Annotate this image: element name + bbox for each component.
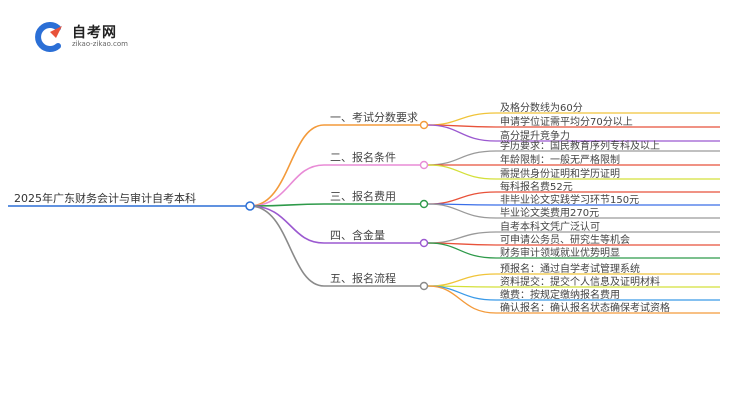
root-node-label: 2025年广东财务会计与审计自考本科 xyxy=(14,191,196,205)
branch-node xyxy=(419,120,429,130)
leaf-label: 每科报名费52元 xyxy=(500,180,573,193)
leaf-label: 缴费：按规定缴纳报名费用 xyxy=(500,288,620,301)
leaf-link xyxy=(427,150,497,166)
leaf-link xyxy=(427,285,497,314)
leaf-label: 高分提升竞争力 xyxy=(500,129,570,142)
leaf-label: 自考本科文凭广泛认可 xyxy=(500,220,600,233)
leaf-label: 确认报名：确认报名状态确保考试资格 xyxy=(500,301,670,314)
leaf-label: 可申请公务员、研究生等机会 xyxy=(500,233,630,246)
branch-link xyxy=(249,205,325,287)
branch-node xyxy=(419,281,429,291)
branch-link xyxy=(249,205,325,244)
branch-label: 二、报名条件 xyxy=(330,150,396,164)
leaf-label: 财务审计领域就业优势明显 xyxy=(500,246,620,259)
leaf-label: 资料提交：提交个人信息及证明材料 xyxy=(500,275,660,288)
leaf-link xyxy=(427,273,497,287)
branch-label: 一、考试分数要求 xyxy=(330,111,418,124)
leaf-label: 非毕业论文实践学习环节150元 xyxy=(500,193,639,206)
branch-label: 五、报名流程 xyxy=(330,271,396,285)
branch-link xyxy=(249,124,325,207)
site-logo: 自考网 zikao-zikao.com xyxy=(32,20,142,56)
leaf-label: 年龄限制：一般无严格限制 xyxy=(500,153,620,166)
leaf-label: 申请学位证需平均分70分以上 xyxy=(500,115,633,128)
branch-node xyxy=(419,238,429,248)
leaf-label: 毕业论文类费用270元 xyxy=(500,206,599,219)
leaf-link xyxy=(427,285,497,301)
logo-domain: zikao-zikao.com xyxy=(72,40,128,48)
branch-link xyxy=(249,164,325,207)
leaf-link xyxy=(427,124,497,142)
mind-map-nodes: 2025年广东财务会计与审计自考本科 一、考试分数要求 及格分数线为60分申请学位… xyxy=(14,101,670,314)
mind-map-links xyxy=(8,112,720,314)
leaf-label: 学历要求：国民教育序列专科及以上 xyxy=(500,139,660,152)
branch-label: 四、含金量 xyxy=(330,228,385,242)
leaf-link xyxy=(427,112,497,126)
leaf-link xyxy=(427,164,497,180)
leaf-link xyxy=(427,191,497,205)
leaf-label: 需提供身份证明和学历证明 xyxy=(500,167,620,180)
leaf-link xyxy=(427,203,497,219)
branch-node xyxy=(419,160,429,170)
leaf-label: 及格分数线为60分 xyxy=(500,101,583,114)
branch-label: 三、报名费用 xyxy=(330,189,396,203)
root-node xyxy=(245,201,255,211)
leaf-link xyxy=(427,242,497,259)
leaf-link xyxy=(427,231,497,244)
leaf-label: 预报名：通过自学考试管理系统 xyxy=(500,262,640,275)
zikao-logo-icon xyxy=(35,22,62,52)
logo-name: 自考网 xyxy=(72,25,117,41)
branch-link xyxy=(249,203,325,207)
branch-node xyxy=(419,199,429,209)
